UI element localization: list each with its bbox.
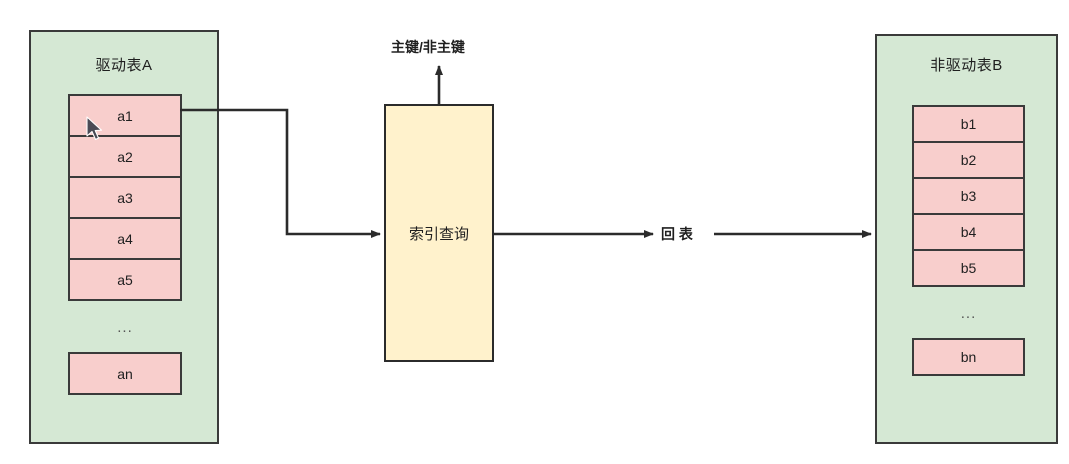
right-table-row-b5[interactable]: b5 (912, 249, 1025, 287)
right-table-row-bn[interactable]: bn (912, 338, 1025, 376)
back-to-table-label: 回 表 (661, 226, 693, 242)
right-table-title: 非驱动表B (930, 57, 1003, 74)
left-table-row-an[interactable]: an (68, 352, 182, 395)
right-table-row-b3[interactable]: b3 (912, 177, 1025, 215)
left-table-row-a1[interactable]: a1 (68, 94, 182, 137)
left-table-ellipsis: ... (117, 319, 133, 336)
left-table-row-a3[interactable]: a3 (68, 176, 182, 219)
right-table-ellipsis: ... (960, 305, 977, 322)
right-table-row-b2[interactable]: b2 (912, 141, 1025, 179)
left-table-row-a2[interactable]: a2 (68, 135, 182, 178)
index-query-box[interactable]: 索引查询 (384, 104, 494, 362)
right-table-row-b4[interactable]: b4 (912, 213, 1025, 251)
left-table-row-a5[interactable]: a5 (68, 258, 182, 301)
left-table-title: 驱动表A (95, 57, 153, 74)
right-table-container: 非驱动表B b1 b2 b3 b4 b5 ... bn (875, 34, 1058, 444)
key-type-label: 主键/非主键 (391, 39, 465, 55)
right-table-row-b1[interactable]: b1 (912, 105, 1025, 143)
left-table-row-a4[interactable]: a4 (68, 217, 182, 260)
left-table-container: 驱动表A a1 a2 a3 a4 a5 ... an (29, 30, 219, 444)
